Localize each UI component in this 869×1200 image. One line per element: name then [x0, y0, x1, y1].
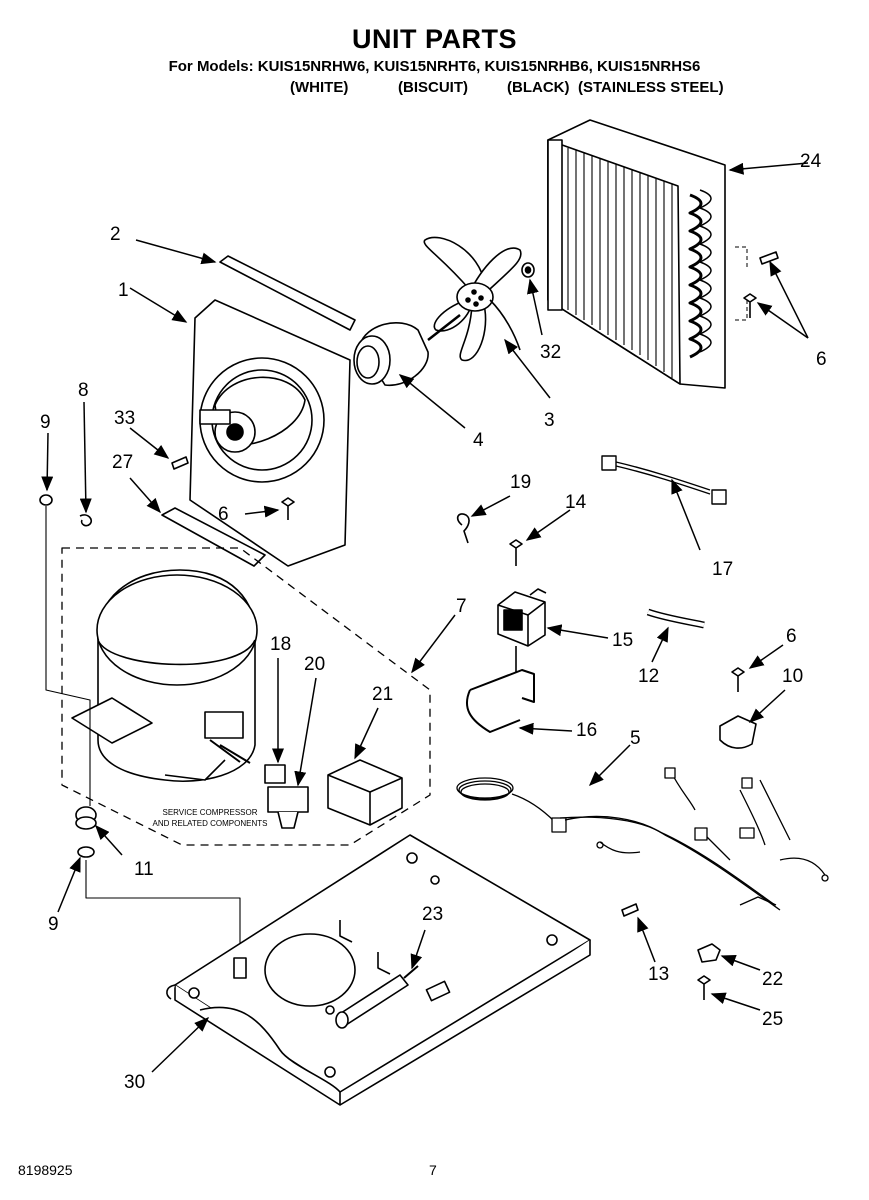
callout-2: 2: [110, 224, 121, 245]
callout-32: 32: [540, 342, 561, 363]
callout-20: 20: [304, 654, 325, 675]
color-white: (WHITE): [290, 79, 349, 96]
callout-14: 14: [565, 492, 587, 513]
callout-10: 10: [782, 666, 803, 687]
model-colors: (WHITE) (BISCUIT) (BLACK) (STAINLESS STE…: [0, 79, 869, 99]
screw-right: [731, 667, 745, 692]
compressor-note-line2: AND RELATED COMPONENTS: [153, 819, 268, 828]
callout-22: 22: [762, 969, 783, 990]
leader-lines: [41, 162, 809, 1073]
fan-blade: [423, 236, 522, 362]
model-list: For Models: KUIS15NRHW6, KUIS15NRHT6, KU…: [168, 58, 701, 75]
callout-11: 11: [134, 859, 154, 880]
callout-30: 30: [124, 1072, 145, 1093]
callout-numbers: 1 2 3 4 5 6 6 6 6 7 8 9 9 10 11 12 13 14…: [40, 151, 827, 1093]
callout-21: 21: [372, 684, 393, 705]
screw-13: [621, 903, 639, 917]
main-wire-harness: [456, 767, 829, 911]
capacitor: [327, 759, 403, 826]
bracket: [161, 507, 266, 567]
color-black: (BLACK): [507, 79, 570, 96]
base-pan: [166, 834, 591, 1106]
solenoid-valve: [497, 588, 547, 672]
doc-number: 8198925: [18, 1162, 73, 1178]
callout-9-bottom: 9: [48, 914, 59, 935]
callout-1: 1: [118, 280, 129, 301]
washer-bottom: [77, 846, 95, 858]
callout-8: 8: [78, 380, 89, 401]
condenser-coil: [547, 119, 748, 389]
compressor-enclosure: [61, 547, 431, 846]
callout-19: 19: [510, 472, 531, 493]
screw-25: [697, 975, 711, 1000]
callout-5: 5: [630, 728, 641, 749]
clamp-10: [719, 715, 757, 749]
callout-17: 17: [712, 559, 733, 580]
wire-harness-17: [601, 455, 727, 505]
callout-33: 33: [114, 408, 135, 429]
callout-18: 18: [270, 634, 291, 655]
callout-7: 7: [456, 596, 467, 617]
color-biscuit: (BISCUIT): [398, 79, 468, 96]
callout-12: 12: [638, 666, 659, 687]
gasket-strip: [219, 255, 356, 331]
coil-screws: [743, 251, 779, 318]
callout-25: 25: [762, 1009, 783, 1030]
callout-15: 15: [612, 630, 633, 651]
callout-16: 16: [576, 720, 597, 741]
callout-13: 13: [648, 964, 669, 985]
callout-3: 3: [544, 410, 555, 431]
callout-27: 27: [112, 452, 133, 473]
assembly-line: [45, 506, 91, 806]
overload: [264, 764, 286, 784]
relay: [267, 786, 309, 829]
drier: [335, 965, 419, 1029]
callout-6-coil: 6: [816, 349, 827, 370]
callout-9-top: 9: [40, 412, 51, 433]
screw-shroud: [281, 497, 295, 520]
compressor-note-line1: SERVICE COMPRESSOR: [163, 808, 258, 817]
color-stainless-steel: (STAINLESS STEEL): [578, 79, 724, 96]
compressor: [71, 569, 258, 783]
clip-22: [697, 943, 721, 963]
callout-6-shroud: 6: [218, 504, 229, 525]
callout-23: 23: [422, 904, 443, 925]
clip-19: [456, 513, 470, 544]
screw-33: [171, 456, 189, 470]
callout-24: 24: [800, 151, 822, 172]
page-title: UNIT PARTS: [352, 24, 517, 54]
fan-motor: [353, 314, 461, 387]
clip: [79, 514, 93, 527]
screw-14: [509, 539, 523, 566]
valve-bracket: [465, 669, 535, 733]
page-number: 7: [429, 1162, 437, 1178]
callout-6-right: 6: [786, 626, 797, 647]
washer-top: [39, 494, 53, 506]
callout-4: 4: [473, 430, 484, 451]
fan-shroud: [189, 299, 351, 567]
